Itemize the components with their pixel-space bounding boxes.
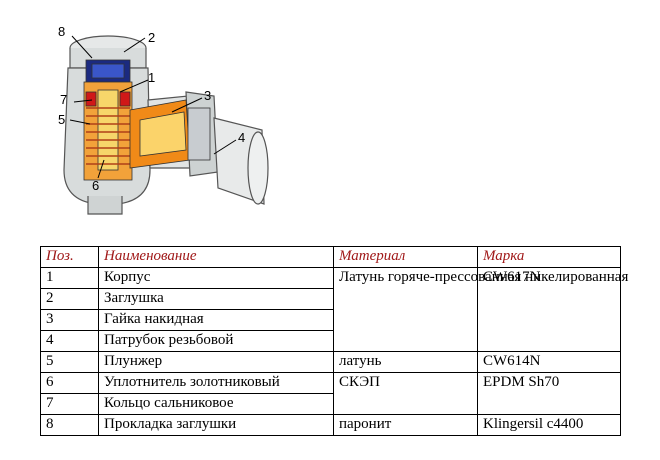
cell-name: Плунжер <box>98 351 334 373</box>
cell-position: 2 <box>40 288 99 310</box>
cell-name: Кольцо сальниковое <box>98 393 334 415</box>
valve-cutaway-diagram: 8 2 1 3 7 5 4 6 <box>58 24 269 215</box>
cell-position: 8 <box>40 414 99 436</box>
cell-position: 5 <box>40 351 99 373</box>
callout-7: 7 <box>60 92 67 107</box>
table-row: 5 Плунжер латунь CW614N <box>40 351 621 373</box>
callout-3: 3 <box>204 88 211 103</box>
table-row: 4 Патрубок резьбовой <box>40 330 621 352</box>
table-row: 3 Гайка накидная <box>40 309 621 331</box>
callout-5: 5 <box>58 112 65 127</box>
cutaway-section <box>83 59 211 181</box>
parts-spec-table: Поз. Наименование Материал Марка 1 Корпу… <box>40 246 628 436</box>
cell-name: Заглушка <box>98 288 334 310</box>
cell-material: Латунь горяче-прессованная никелированна… <box>333 267 628 352</box>
table-header-row: Поз. Наименование Материал Марка <box>40 246 621 268</box>
table-row: 8 Прокладка заглушки паронит Klingersil … <box>40 414 621 436</box>
cell-position: 1 <box>40 267 99 289</box>
table-row: 1 Корпус Латунь горяче-прессованная нике… <box>40 267 628 352</box>
cell-material: СКЭП <box>333 372 478 415</box>
table-row: 6 Уплотнитель золотниковый СКЭП EPDM Sh7… <box>40 372 621 415</box>
callout-4: 4 <box>238 130 245 145</box>
cell-position: 3 <box>40 309 99 331</box>
cell-position: 4 <box>40 330 99 352</box>
cell-position: 7 <box>40 393 99 415</box>
cell-name: Прокладка заглушки <box>98 414 334 436</box>
callout-8: 8 <box>58 24 65 39</box>
cell-name: Уплотнитель золотниковый <box>98 372 334 394</box>
cell-name: Патрубок резьбовой <box>98 330 334 352</box>
cell-position: 6 <box>40 372 99 394</box>
header-name: Наименование <box>98 246 334 268</box>
cell-mark: EPDM Sh70 <box>477 372 621 415</box>
header-material: Материал <box>333 246 478 268</box>
callout-1: 1 <box>148 70 155 85</box>
table-row: 7 Кольцо сальниковое <box>40 393 621 415</box>
cell-mark: CW617N <box>477 267 621 352</box>
cell-name: Корпус <box>98 267 334 289</box>
leader-lines <box>69 35 237 179</box>
header-mark: Марка <box>477 246 621 268</box>
callout-6: 6 <box>92 178 99 193</box>
header-position: Поз. <box>40 246 99 268</box>
cell-material: паронит <box>333 414 478 436</box>
callout-2: 2 <box>148 30 155 45</box>
cell-material: латунь <box>333 351 478 373</box>
cell-mark: CW614N <box>477 351 621 373</box>
cell-name: Гайка накидная <box>98 309 334 331</box>
cell-mark: Klingersil c4400 <box>477 414 621 436</box>
